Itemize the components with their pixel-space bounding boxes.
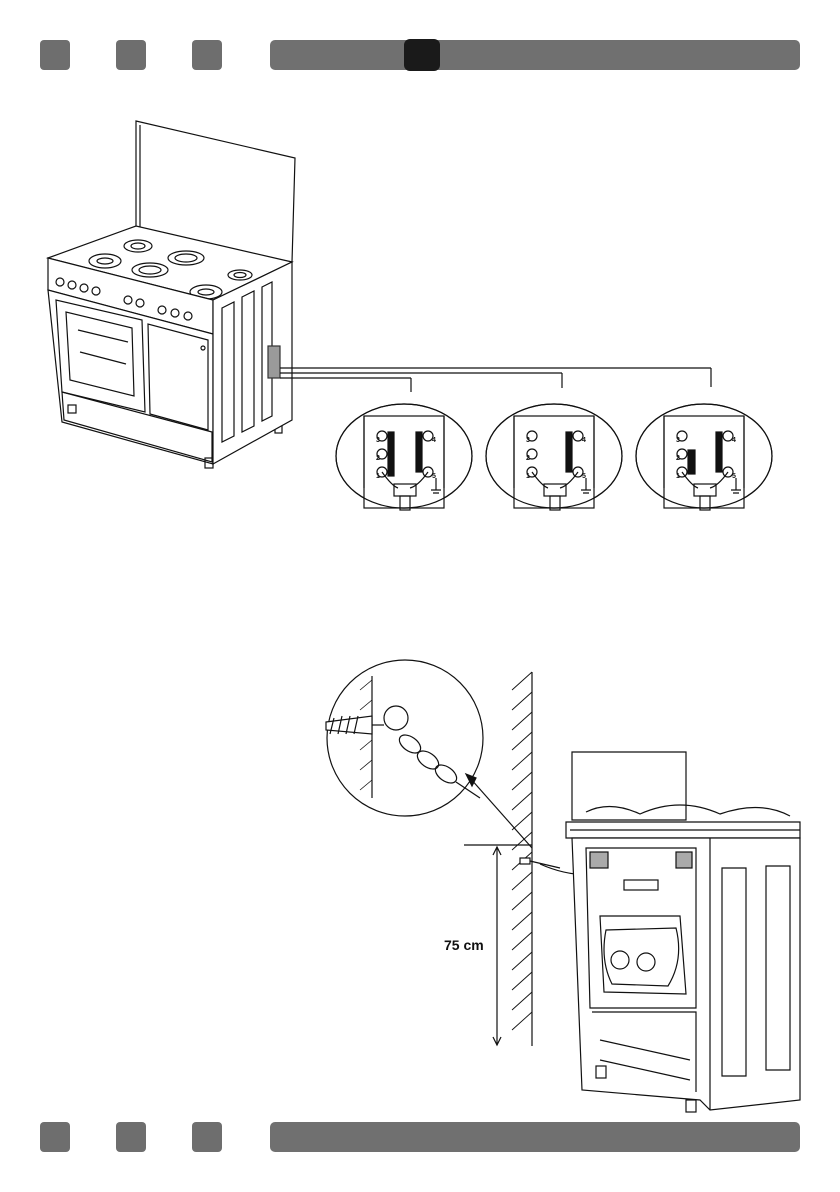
chain-detail-circle [327,660,483,816]
wall-height-label: 75 cm [444,937,484,953]
